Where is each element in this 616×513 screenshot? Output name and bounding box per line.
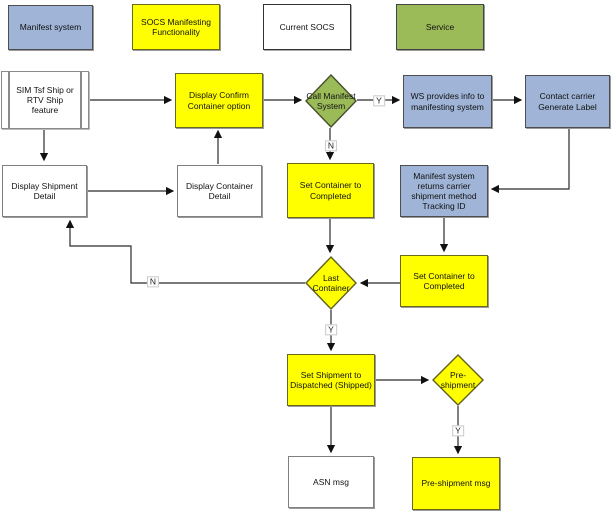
node-display-confirm-container: Display Confirm Container option (175, 73, 263, 128)
legend-current-socs: Current SOCS (263, 4, 351, 50)
node-call-manifest-system-decision: Call Manifest System (305, 74, 357, 128)
node-label: Call Manifest System (306, 90, 356, 111)
legend-socs-manifesting: SOCS Manifesting Functionality (132, 4, 220, 50)
legend-service: Service (396, 4, 484, 50)
node-label: Set Shipment to Dispatched (Shipped) (290, 369, 372, 390)
edge-label-last-container-no: N (146, 276, 160, 288)
edge-label-call-manifest-no: N (324, 140, 338, 152)
edge-label-pre-shipment-yes: Y (452, 425, 464, 437)
diamond-shape (432, 354, 484, 406)
node-set-container-completed-1: Set Container to Completed (287, 163, 374, 218)
node-label: Display Confirm Container option (187, 90, 251, 111)
node-last-container-decision: Last Container (305, 256, 357, 310)
node-label: SIM Tsf Ship or RTV Ship feature (16, 84, 74, 116)
node-set-shipment-dispatched: Set Shipment to Dispatched (Shipped) (287, 354, 375, 406)
diamond-shape (305, 74, 357, 128)
node-sim-tsf-ship-feature: SIM Tsf Ship or RTV Ship feature (1, 71, 89, 129)
node-label: Last Container (312, 272, 350, 293)
edge-label-call-manifest-yes: Y (373, 95, 385, 107)
node-ws-provides-info: WS provides info to manifesting system (403, 75, 492, 128)
predefined-process-bar (80, 72, 82, 128)
diamond-shape (305, 256, 357, 310)
node-display-container-detail: Display Container Detail (177, 165, 262, 217)
node-pre-shipment-decision: Pre-shipment (432, 354, 484, 406)
legend-label: SOCS Manifesting Functionality (141, 16, 211, 37)
node-manifest-returns-tracking: Manifest system returns carrier shipment… (400, 165, 488, 217)
node-label: Pre-shipment msg (421, 478, 491, 489)
node-label: Display Container Detail (185, 180, 254, 201)
node-label: Display Shipment Detail (11, 180, 78, 201)
predefined-process-bar (8, 72, 10, 128)
node-pre-shipment-msg: Pre-shipment msg (412, 457, 500, 510)
node-display-shipment-detail: Display Shipment Detail (2, 165, 87, 217)
edge-label-last-container-yes: Y (325, 324, 337, 336)
node-label: WS provides info to manifesting system (410, 91, 485, 112)
node-label: Manifest system returns carrier shipment… (411, 170, 477, 212)
legend-label: Service (425, 21, 455, 32)
node-asn-msg: ASN msg (288, 456, 374, 508)
node-label: Set Container to Completed (413, 270, 475, 291)
node-label: Contact carrier Generate Label (538, 91, 597, 112)
legend-label: Manifest system (19, 22, 82, 33)
node-label: Pre-shipment (440, 369, 476, 390)
node-label: ASN msg (313, 476, 349, 487)
node-set-container-completed-2: Set Container to Completed (400, 255, 488, 307)
legend-label: Current SOCS (279, 21, 335, 32)
node-contact-carrier-generate-label: Contact carrier Generate Label (525, 75, 610, 128)
node-label: Set Container to Completed (299, 180, 362, 201)
legend-manifest-system: Manifest system (8, 5, 93, 50)
